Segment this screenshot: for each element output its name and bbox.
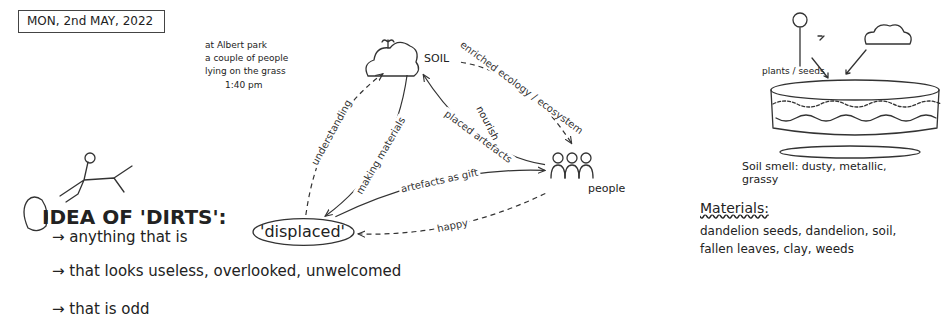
pot-layer	[773, 101, 941, 107]
sketch-label: plants / seeds	[762, 66, 825, 77]
date-box: MON, 2nd MAY, 2022	[18, 10, 165, 33]
person-head	[553, 153, 563, 163]
dandelion-stem	[799, 28, 800, 66]
person-body	[551, 165, 565, 178]
person-head	[85, 153, 95, 163]
ellipse-outline	[253, 219, 354, 246]
dandelion-head	[793, 13, 807, 27]
node-text: people	[588, 182, 628, 195]
dashed-connector	[358, 193, 545, 234]
bullet-text: → that looks useless, overlooked, unwelc…	[52, 262, 401, 280]
note-text: Soil smell: dusty, metallic, grassy	[742, 160, 892, 186]
circled-word: 'displaced'	[252, 218, 355, 246]
list-text: dandelion seeds, dandelion, soil, fallen…	[700, 222, 925, 258]
people-node: people	[548, 146, 632, 198]
soil-outline	[366, 40, 419, 76]
person-body	[579, 165, 593, 178]
sprout	[382, 40, 394, 48]
edge-label: happy	[435, 216, 472, 234]
node-text: MON, 2nd MAY, 2022	[27, 14, 156, 28]
plate	[780, 146, 920, 158]
connector	[325, 75, 407, 216]
heading-text: IDEA OF 'DIRTS':	[42, 205, 227, 229]
edge-label: artefacts as gift	[398, 166, 481, 195]
edge-label: enriched ecology / ecosystem	[456, 38, 586, 138]
person-head	[567, 153, 577, 163]
note-text: 1:40 pm	[225, 80, 263, 91]
note-text: at Albert park	[205, 40, 267, 51]
sketch-arrow	[846, 50, 866, 74]
soil-cloud	[865, 25, 911, 44]
bullet-text: → anything that is	[52, 228, 187, 246]
note-text: lying on the grass	[205, 66, 286, 77]
heading-text: Materials:	[700, 200, 769, 217]
layered-pot-top	[771, 80, 939, 100]
pot-layer	[776, 115, 936, 121]
person-head	[581, 153, 591, 163]
node-text: SOIL	[424, 52, 452, 65]
bullet-text: → that is odd	[52, 300, 150, 318]
layered-pot-body	[771, 90, 939, 135]
circle-outline	[253, 219, 354, 246]
soil-node: SOIL	[362, 36, 458, 72]
people-outline	[551, 153, 593, 178]
person-body	[565, 165, 579, 178]
dashed-connector	[306, 74, 383, 215]
node-text: 'displaced'	[260, 222, 347, 241]
seed-mark	[818, 36, 824, 40]
edge-label: understanding	[308, 96, 354, 169]
lying-person	[60, 162, 132, 202]
soil-mound	[366, 42, 419, 76]
note-text: a couple of people	[205, 53, 288, 64]
